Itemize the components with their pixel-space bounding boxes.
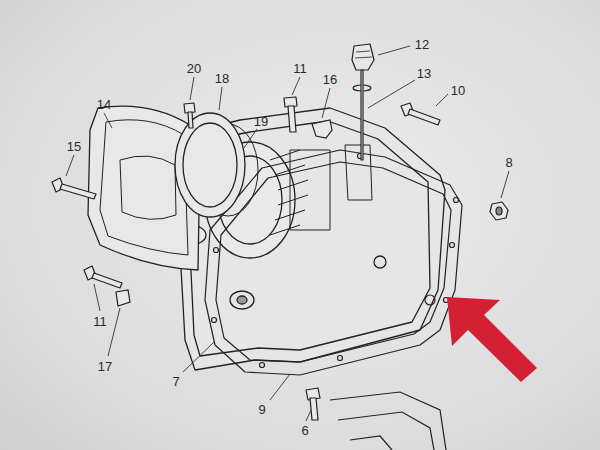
callout-number: 14 bbox=[97, 98, 111, 111]
clips bbox=[116, 120, 332, 306]
callout-number: 11 bbox=[93, 315, 107, 328]
bolts-part bbox=[310, 398, 318, 420]
bolts-part bbox=[60, 184, 96, 199]
leader-lines-part bbox=[219, 87, 222, 110]
leader-lines-part bbox=[190, 77, 194, 100]
gasket-part bbox=[216, 162, 451, 362]
leader-lines-part bbox=[270, 374, 290, 400]
gasket-part bbox=[425, 295, 435, 305]
gasket-part bbox=[212, 318, 217, 323]
crankcase-cover-part bbox=[230, 291, 254, 309]
gasket-part bbox=[338, 356, 343, 361]
leader-lines-part bbox=[322, 88, 330, 118]
leader-lines-part bbox=[94, 284, 100, 311]
lower-part-part bbox=[338, 412, 434, 450]
bolts-part bbox=[188, 112, 193, 128]
bolts-part bbox=[496, 207, 502, 215]
leader-lines-part bbox=[292, 77, 300, 95]
crankcase-cover-part bbox=[290, 150, 330, 230]
red-arrow bbox=[447, 297, 537, 382]
dipstick-part bbox=[352, 44, 374, 70]
clips-part bbox=[312, 120, 332, 138]
bolts-part bbox=[92, 273, 122, 288]
callout-number: 9 bbox=[258, 403, 265, 416]
gasket-part bbox=[214, 248, 219, 253]
leader-lines-part bbox=[183, 342, 214, 372]
callout-number: 17 bbox=[98, 360, 112, 373]
leader-lines-part bbox=[436, 94, 448, 106]
clips-part bbox=[116, 290, 130, 306]
outer-cover-part bbox=[100, 120, 188, 255]
leader-lines-part bbox=[108, 308, 120, 356]
crankcase-cover-part bbox=[270, 150, 308, 235]
lower-part-part bbox=[330, 392, 446, 450]
gasket-part bbox=[205, 150, 462, 375]
leader-lines-part bbox=[368, 80, 415, 108]
lower-part-part bbox=[350, 436, 392, 450]
gasket-part bbox=[454, 198, 459, 203]
dipstick-part bbox=[361, 70, 363, 160]
crankcase-cover-part bbox=[237, 296, 247, 304]
dipstick bbox=[352, 44, 374, 160]
bolts-part bbox=[408, 109, 440, 125]
callout-number: 7 bbox=[172, 375, 179, 388]
leader-lines-part bbox=[244, 129, 257, 148]
callout-number: 8 bbox=[505, 156, 512, 169]
leader-lines bbox=[66, 46, 509, 421]
callout-number: 13 bbox=[417, 67, 431, 80]
bolts bbox=[52, 97, 508, 420]
leader-lines-part bbox=[501, 171, 509, 198]
bolts-part bbox=[288, 106, 296, 132]
crankcase-cover-part bbox=[374, 256, 386, 268]
outer-cover-part bbox=[120, 156, 176, 219]
leader-lines-part bbox=[378, 46, 410, 55]
crankcase-cover bbox=[174, 108, 445, 370]
callout-number: 15 bbox=[67, 140, 81, 153]
callout-number: 16 bbox=[323, 73, 337, 86]
callout-number: 18 bbox=[215, 72, 229, 85]
round-cover-part bbox=[175, 113, 245, 217]
round-cover-part bbox=[183, 123, 237, 207]
bolts-part bbox=[490, 202, 508, 220]
callout-number: 20 bbox=[187, 62, 201, 75]
gasket-part bbox=[450, 243, 455, 248]
round-cover bbox=[175, 113, 258, 217]
callout-number: 11 bbox=[293, 62, 307, 75]
dipstick-part bbox=[355, 51, 372, 58]
leader-lines-part bbox=[66, 155, 74, 176]
leader-lines-part bbox=[104, 113, 112, 128]
lower-part bbox=[330, 392, 446, 450]
callout-number: 19 bbox=[254, 115, 268, 128]
callout-number: 12 bbox=[415, 38, 429, 51]
leader-lines-part bbox=[306, 410, 311, 421]
gasket bbox=[205, 150, 462, 375]
callout-number: 6 bbox=[301, 424, 308, 437]
callout-number: 10 bbox=[451, 84, 465, 97]
gasket-part bbox=[260, 363, 265, 368]
